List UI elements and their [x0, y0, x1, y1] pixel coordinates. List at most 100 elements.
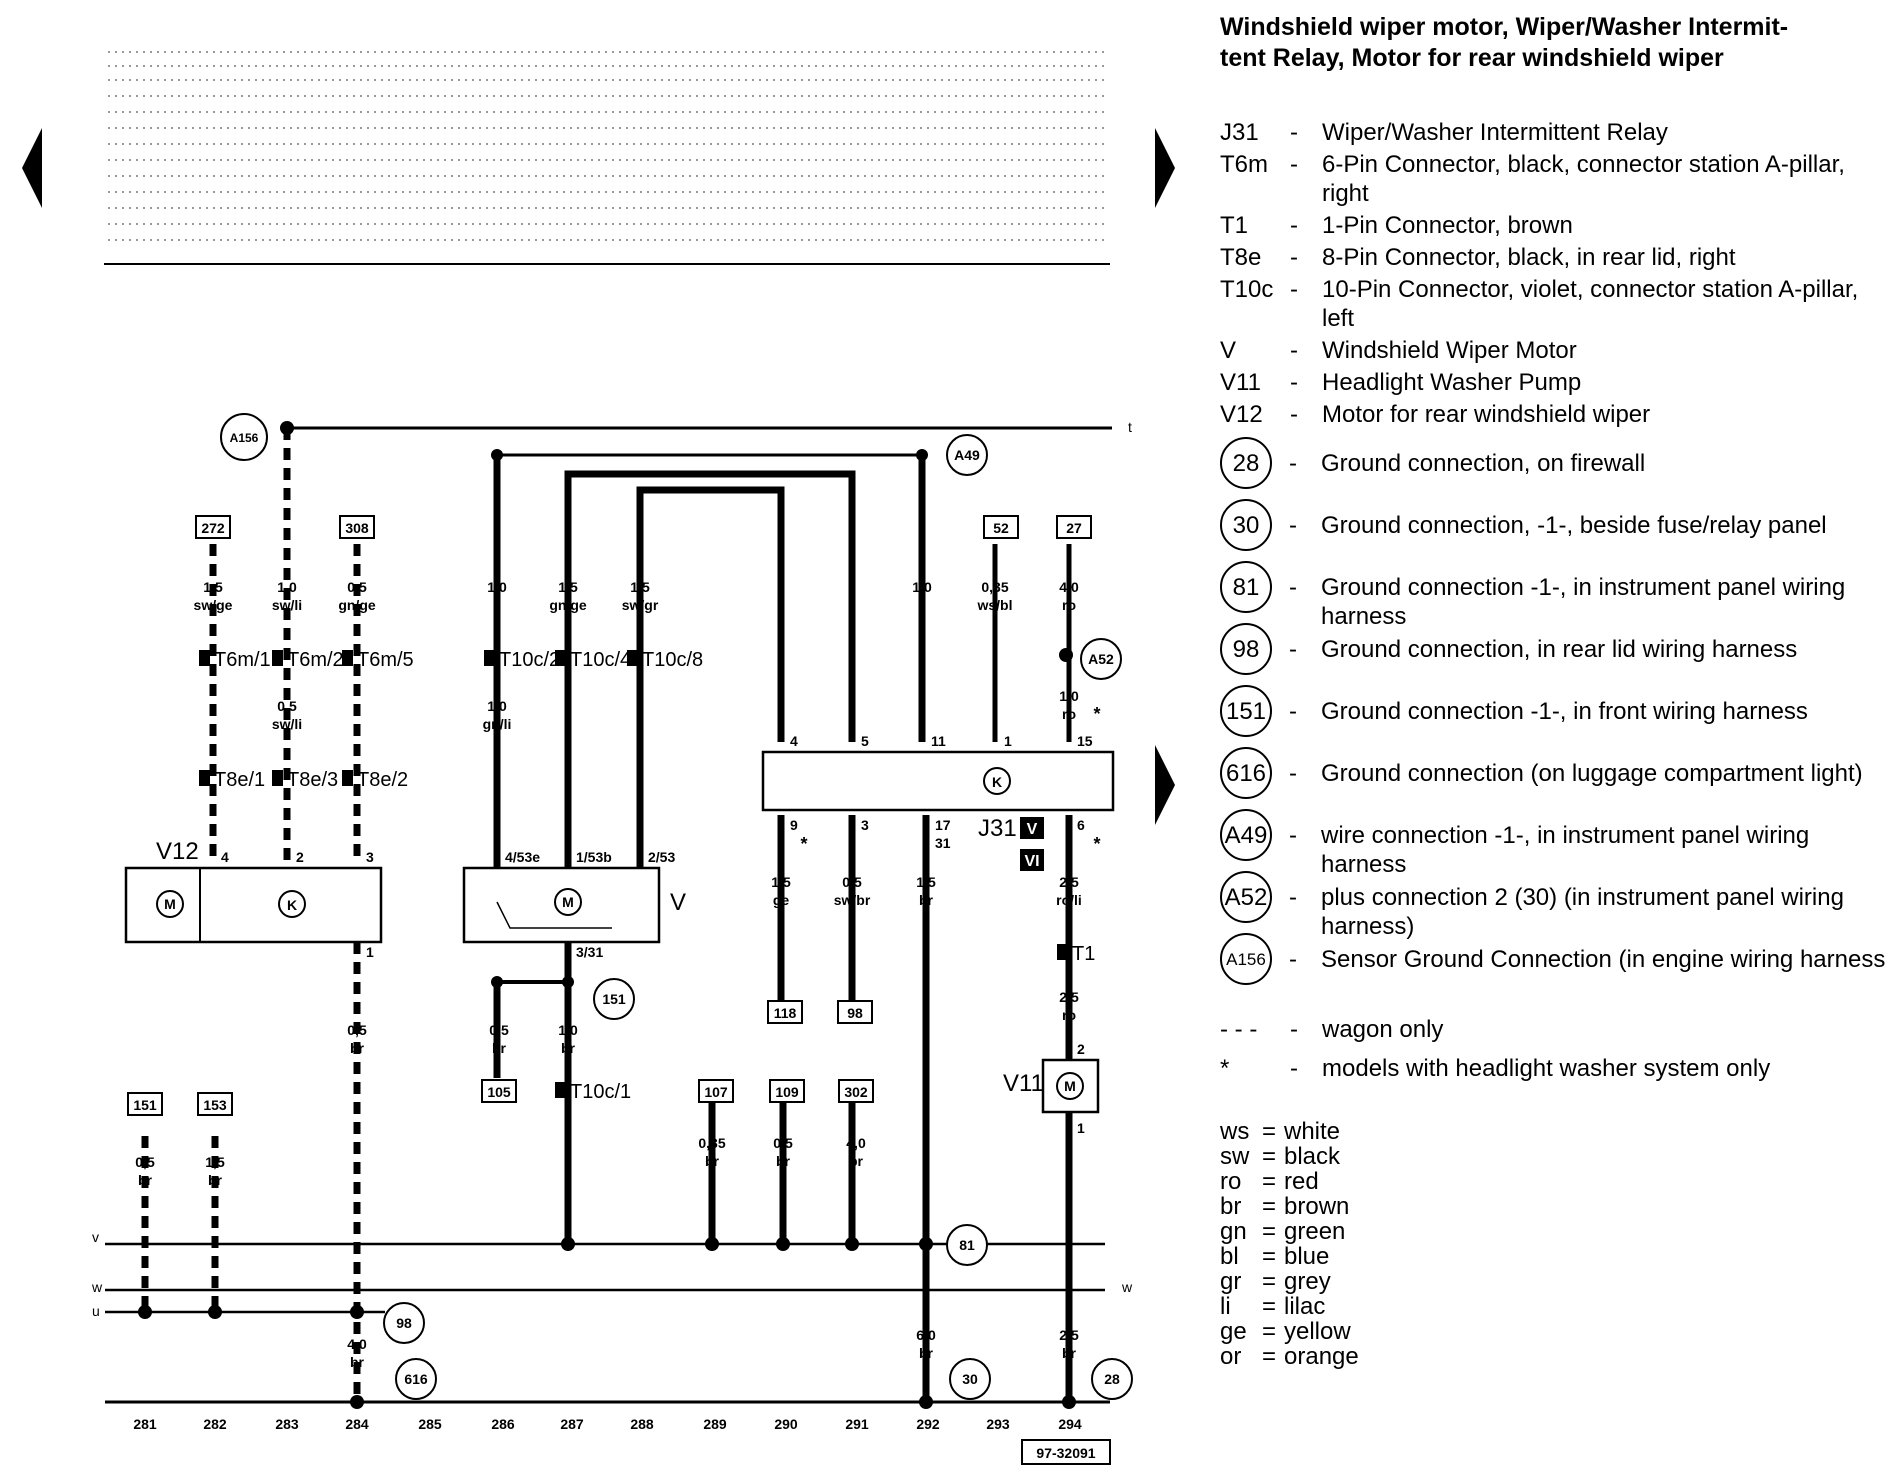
- wire-color-label: ge: [773, 892, 790, 908]
- ground-symbol-icon: 151: [1220, 685, 1272, 737]
- note-description: models with headlight washer system only: [1322, 1055, 1771, 1082]
- reference-box-label: 105: [487, 1084, 511, 1100]
- dash-separator: -: [1290, 369, 1298, 396]
- pin-label: 1: [366, 944, 374, 960]
- svg-text:K: K: [992, 774, 1002, 790]
- wire-color-label: br: [849, 1153, 864, 1169]
- connector-label: T10c/4: [570, 649, 631, 671]
- connector-label: T10c/2: [499, 649, 560, 671]
- dash-separator: -: [1290, 1016, 1298, 1043]
- column-number: 287: [560, 1416, 584, 1432]
- dash-separator: -: [1290, 119, 1298, 146]
- dash-separator: -: [1290, 1055, 1298, 1082]
- reference-box-label: 151: [133, 1097, 157, 1113]
- wiring-diagram: t v w u w: [22, 51, 1175, 1465]
- svg-text:t: t: [1128, 419, 1132, 435]
- wire-size-label: 2,5: [1059, 989, 1079, 1005]
- component-j31-relay: [761, 750, 1115, 812]
- pin-label: 3: [861, 817, 869, 833]
- ground-row: A52-plus connection 2 (30) (in instrumen…: [1220, 871, 1890, 940]
- color-code-row: gn=green: [1220, 1219, 1890, 1244]
- connector-icon: [342, 770, 353, 786]
- wire-color-label: sw/li: [272, 597, 302, 613]
- connector-icon: [484, 650, 495, 666]
- previous-page-arrow-icon[interactable]: [22, 128, 42, 208]
- column-number: 294: [1058, 1416, 1082, 1432]
- component-v-wiper-motor: [462, 866, 661, 944]
- reference-box-label: 153: [203, 1097, 227, 1113]
- connection-circle: [949, 1358, 991, 1400]
- component-description: 10-Pin Connector, violet, connector stat…: [1322, 276, 1859, 332]
- wire-color-label: sw/br: [834, 892, 871, 908]
- color-name: black: [1284, 1143, 1341, 1170]
- wire-color-label: sw/gr: [622, 597, 659, 613]
- equals-sign: =: [1262, 1268, 1277, 1295]
- asterisk-marker: *: [1093, 834, 1100, 854]
- faded-header-area: [108, 51, 1108, 241]
- component-row: J31-Wiper/Washer Intermittent Relay: [1220, 118, 1890, 147]
- wire-size-label: 1,5: [916, 874, 936, 890]
- connection-circle: [1091, 1358, 1133, 1400]
- component-description: 6-Pin Connector, black, connector statio…: [1322, 151, 1845, 207]
- svg-text:v: v: [92, 1229, 99, 1245]
- note-symbol: - - -: [1220, 1016, 1258, 1043]
- component-description: 1-Pin Connector, brown: [1322, 212, 1573, 239]
- column-number: 290: [774, 1416, 798, 1432]
- connector-icon: [627, 650, 638, 666]
- color-name: lilac: [1284, 1293, 1326, 1320]
- pin-label: 2: [1077, 1041, 1085, 1057]
- next-page-arrow-icon[interactable]: [1155, 128, 1175, 208]
- reference-box: [698, 1079, 734, 1103]
- junction-dots: [138, 421, 1076, 1409]
- component-label: J31: [978, 815, 1017, 842]
- color-abbreviation: ge: [1220, 1318, 1247, 1345]
- page-title: Windshield wiper motor, Wiper/Washer Int…: [1220, 13, 1789, 72]
- wire-color-label: br: [919, 892, 934, 908]
- ground-row: A156-Sensor Ground Connection (in engine…: [1220, 933, 1890, 995]
- wire-size-label: 1,0: [1059, 688, 1079, 704]
- dash-separator: -: [1289, 822, 1297, 849]
- legend: Windshield wiper motor, Wiper/Washer Int…: [1220, 12, 1890, 1369]
- color-abbreviation: br: [1220, 1193, 1242, 1220]
- svg-text:K: K: [287, 897, 297, 913]
- component-label: V: [670, 889, 686, 916]
- component-description: Wiper/Washer Intermittent Relay: [1322, 119, 1668, 146]
- connector-label: T10c/1: [570, 1081, 631, 1103]
- color-abbreviation: or: [1220, 1343, 1242, 1370]
- ground-symbol-icon: A52: [1220, 871, 1272, 923]
- connector-icon: [342, 650, 353, 666]
- reference-box: [339, 515, 375, 539]
- wire-size-label: 0,35: [981, 579, 1008, 595]
- note-description: wagon only: [1322, 1016, 1444, 1043]
- column-number: 288: [630, 1416, 654, 1432]
- asterisk-markers: ***: [800, 704, 1100, 854]
- ground-row: A49-wire connection -1-, in instrument p…: [1220, 809, 1890, 878]
- color-name: brown: [1284, 1193, 1350, 1220]
- component-code: T8e: [1220, 244, 1262, 271]
- equals-sign: =: [1262, 1143, 1277, 1170]
- component-code: T1: [1220, 212, 1249, 239]
- connector-label: T6m/1: [214, 649, 271, 671]
- color-code-row: gr=grey: [1220, 1269, 1890, 1294]
- note-row: - - - -wagon only: [1220, 1015, 1890, 1044]
- color-code-row: li=lilac: [1220, 1294, 1890, 1319]
- terminal-box: [1020, 817, 1044, 839]
- pin-label: 15: [1077, 733, 1093, 749]
- motor-symbols: M M M K K: [164, 774, 1076, 1094]
- reference-box: [838, 1079, 874, 1103]
- notes: - - --wagon only*-models with headlight …: [1220, 1015, 1890, 1083]
- component-description: Motor for rear windshield wiper: [1322, 401, 1651, 428]
- wire-size-label: 0,5: [842, 874, 862, 890]
- wire-color-label: br: [492, 1040, 507, 1056]
- column-number: 286: [491, 1416, 515, 1432]
- connection-circle: [220, 413, 268, 461]
- reference-box: [195, 515, 231, 539]
- next-page-arrow-lower-icon[interactable]: [1155, 745, 1175, 825]
- wire-size-label: 1,0: [487, 579, 507, 595]
- wire-color-label: br: [350, 1354, 365, 1370]
- equals-sign: =: [1262, 1318, 1277, 1345]
- wire-color-label: ro: [1062, 1007, 1076, 1023]
